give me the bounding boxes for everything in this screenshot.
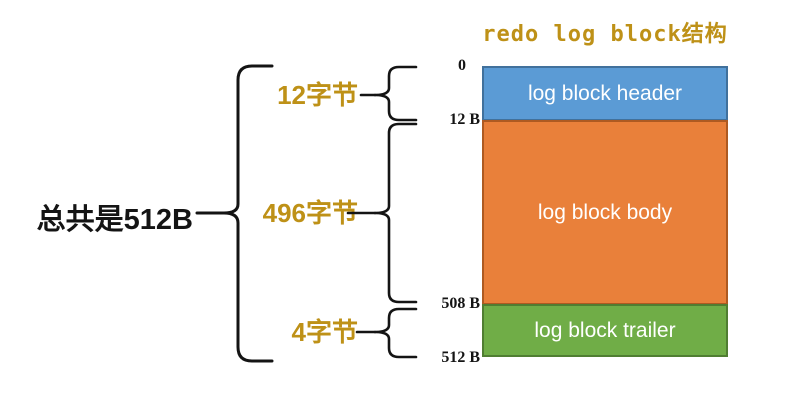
log-block-trailer-label: log block trailer	[534, 318, 676, 342]
log-block-header-segment: log block header	[482, 66, 728, 121]
log-block-header-label: log block header	[527, 81, 683, 105]
log-block-body-segment: log block body	[482, 120, 728, 305]
diagram-title: redo log block结构	[482, 22, 728, 47]
log-block-body-label: log block body	[537, 200, 673, 224]
log-block-trailer-segment: log block trailer	[482, 304, 728, 357]
body-brace	[373, 122, 418, 304]
tick-label-0: 0	[458, 57, 466, 74]
size-label-trailer: 4字节	[291, 317, 358, 347]
size-label-body: 496字节	[262, 198, 358, 228]
tick-label-12b: 12 B	[449, 111, 480, 128]
tick-label-512b: 512 B	[441, 349, 480, 366]
size-label-header: 12字节	[277, 80, 358, 110]
log-block-stack: log block header log block body log bloc…	[482, 66, 728, 357]
total-size-label: 总共是512B	[36, 204, 193, 236]
tick-label-508b: 508 B	[441, 295, 480, 312]
